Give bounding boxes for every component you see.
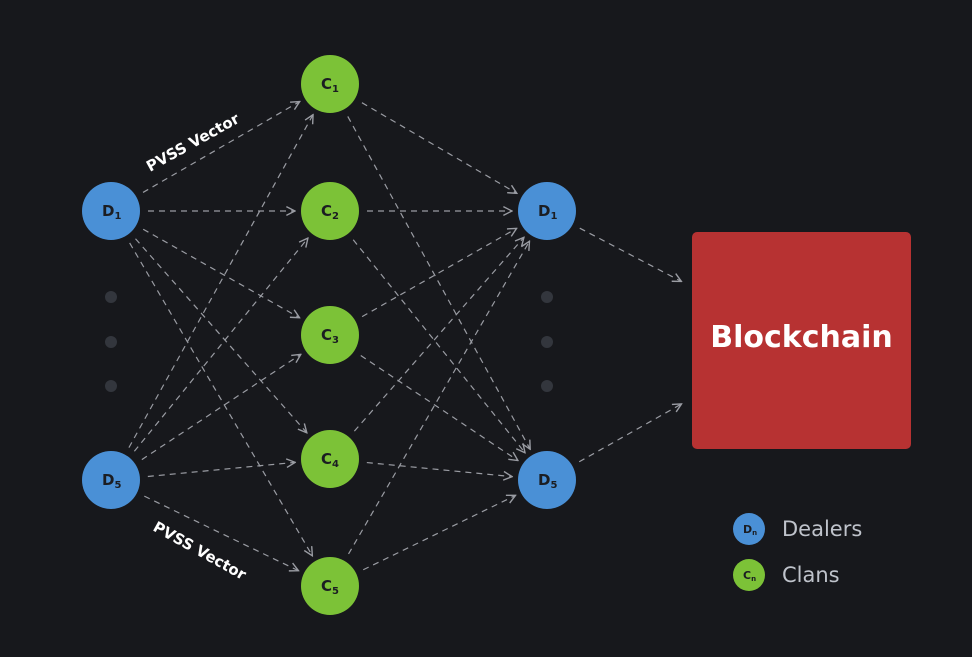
edge-d5-c3 bbox=[141, 354, 301, 461]
legend-clan-letter: C bbox=[743, 569, 751, 582]
dealer-out-node-5: D5 bbox=[518, 451, 576, 509]
clan-node-1-letter: C bbox=[321, 75, 332, 93]
legend-dealers-label: Dealers bbox=[782, 517, 862, 541]
svg-text:D5: D5 bbox=[102, 471, 121, 491]
clan-node-3-sub: 3 bbox=[332, 335, 339, 346]
legend-clan-sub: n bbox=[751, 575, 756, 583]
legend-clan-swatch: Cn bbox=[733, 559, 765, 591]
edge-d1-c3 bbox=[142, 228, 299, 318]
svg-text:C1: C1 bbox=[321, 75, 339, 95]
clan-node-3: C3 bbox=[301, 306, 359, 364]
clan-node-5-letter: C bbox=[321, 577, 332, 595]
svg-text:Dn: Dn bbox=[743, 523, 757, 537]
edge-c4-d1 bbox=[353, 237, 524, 432]
svg-text:C2: C2 bbox=[321, 202, 339, 222]
pvss-vector-label-top: PVSS Vector bbox=[143, 109, 243, 175]
dealer-out-node-1-sub: 1 bbox=[550, 211, 557, 222]
clan-node-4-sub: 4 bbox=[332, 459, 339, 470]
dealer-out-node-5-letter: D bbox=[538, 471, 550, 489]
svg-text:C3: C3 bbox=[321, 326, 339, 346]
edge-c1-d5 bbox=[347, 116, 530, 449]
edge-c5-d5 bbox=[362, 495, 515, 571]
clan-node-1: C1 bbox=[301, 55, 359, 113]
clan-node-1-sub: 1 bbox=[332, 84, 339, 95]
edge-d1-blockchain bbox=[579, 227, 682, 281]
legend-dealer-letter: D bbox=[743, 523, 752, 536]
legend-dealer-swatch: Dn bbox=[733, 513, 765, 545]
clan-node-2: C2 bbox=[301, 182, 359, 240]
svg-text:C5: C5 bbox=[321, 577, 339, 597]
dealer-out-node-1-letter: D bbox=[538, 202, 550, 220]
edge-c1-d1 bbox=[361, 102, 517, 194]
blockchain-box: Blockchain bbox=[692, 232, 911, 449]
clan-node-3-letter: C bbox=[321, 326, 332, 344]
clan-node-2-sub: 2 bbox=[332, 211, 339, 222]
clan-node-4-letter: C bbox=[321, 450, 332, 468]
edge-d5-c1 bbox=[128, 115, 313, 448]
svg-text:D5: D5 bbox=[538, 471, 557, 491]
edge-d5-c4 bbox=[147, 462, 295, 478]
dealer-in-node-5-letter: D bbox=[102, 471, 114, 489]
pvss-vector-label-bottom: PVSS Vector bbox=[150, 518, 250, 584]
legend-dealer-sub: n bbox=[752, 529, 757, 537]
dealer-out-node-5-sub: 5 bbox=[550, 480, 557, 491]
clan-node-4: C4 bbox=[301, 430, 359, 488]
edge-c3-d1 bbox=[361, 228, 516, 318]
edges-layer bbox=[128, 102, 682, 571]
svg-text:Cn: Cn bbox=[743, 569, 756, 583]
edge-d5-c2 bbox=[133, 238, 308, 452]
dealer-in-node-1: D1 bbox=[82, 182, 140, 240]
legend-clans-label: Clans bbox=[782, 563, 840, 587]
dealer-in-node-1-sub: 1 bbox=[114, 211, 121, 222]
svg-text:D1: D1 bbox=[102, 202, 121, 222]
svg-text:D1: D1 bbox=[538, 202, 557, 222]
ellipsis-right bbox=[541, 291, 553, 392]
clan-node-2-letter: C bbox=[321, 202, 332, 220]
dealer-in-node-1-letter: D bbox=[102, 202, 114, 220]
clan-node-5-sub: 5 bbox=[332, 586, 339, 597]
edge-c3-d5 bbox=[360, 355, 518, 461]
edge-c2-d5 bbox=[352, 239, 525, 453]
edge-c5-d1 bbox=[348, 241, 530, 555]
edge-d1-c5 bbox=[129, 242, 313, 556]
edge-d5-blockchain bbox=[578, 404, 681, 463]
blockchain-label: Blockchain bbox=[710, 320, 893, 355]
edge-d1-c1 bbox=[142, 102, 300, 193]
dealer-in-node-5-sub: 5 bbox=[114, 480, 121, 491]
svg-text:C4: C4 bbox=[321, 450, 339, 470]
ellipsis-left bbox=[105, 291, 117, 392]
legend: Dn Dealers Cn Clans bbox=[733, 513, 862, 591]
dealer-out-node-1: D1 bbox=[518, 182, 576, 240]
dealer-in-node-5: D5 bbox=[82, 451, 140, 509]
edge-c4-d5 bbox=[366, 461, 512, 477]
edge-d1-c4 bbox=[135, 238, 306, 433]
clan-node-5: C5 bbox=[301, 557, 359, 615]
